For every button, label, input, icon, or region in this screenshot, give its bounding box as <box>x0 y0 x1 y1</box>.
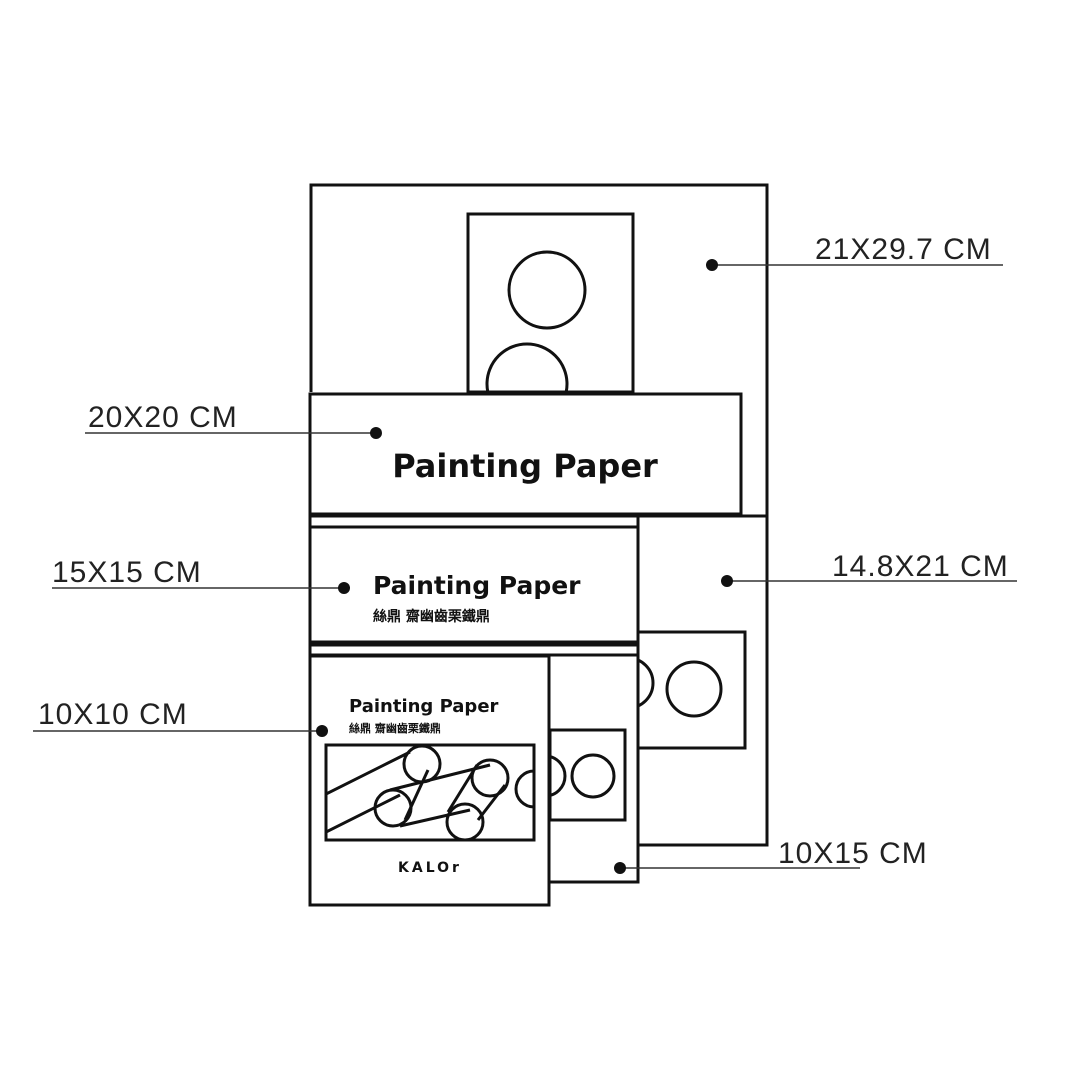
size-label: 10X15 CM <box>778 837 928 870</box>
rolls-illustration <box>326 745 534 840</box>
brand-logo: KALOr <box>398 860 462 876</box>
product-subtitle: 絲鼎 齋幽齒栗鐵鼎 <box>349 721 441 735</box>
sheet-a5 <box>636 514 767 845</box>
callout-21x29-7: 21X29.7 CM <box>706 233 1003 271</box>
sheet-15x15: Painting Paper 絲鼎 齋幽齒栗鐵鼎 <box>308 514 640 644</box>
size-label: 10X10 CM <box>38 698 188 731</box>
product-title: Painting Paper <box>349 696 499 717</box>
product-title: Painting Paper <box>392 447 658 485</box>
size-label: 20X20 CM <box>88 401 238 434</box>
callout-14-8x21: 14.8X21 CM <box>721 550 1017 587</box>
sheet-20x20: Painting Paper <box>308 392 743 516</box>
sheet-10x10: Painting Paper 絲鼎 齋幽齒栗鐵鼎 KALOr <box>308 654 551 907</box>
size-label: 15X15 CM <box>52 556 202 589</box>
size-label: 14.8X21 CM <box>832 550 1009 583</box>
product-subtitle: 絲鼎 齋幽齒栗鐵鼎 <box>373 608 490 625</box>
product-title: Painting Paper <box>373 571 581 600</box>
callout-20x20: 20X20 CM <box>85 401 382 439</box>
callout-10x10: 10X10 CM <box>33 698 328 737</box>
sheet-a4 <box>309 183 769 847</box>
callout-10x15: 10X15 CM <box>614 837 928 874</box>
size-label: 21X29.7 CM <box>815 233 992 266</box>
callout-15x15: 15X15 CM <box>52 556 350 594</box>
